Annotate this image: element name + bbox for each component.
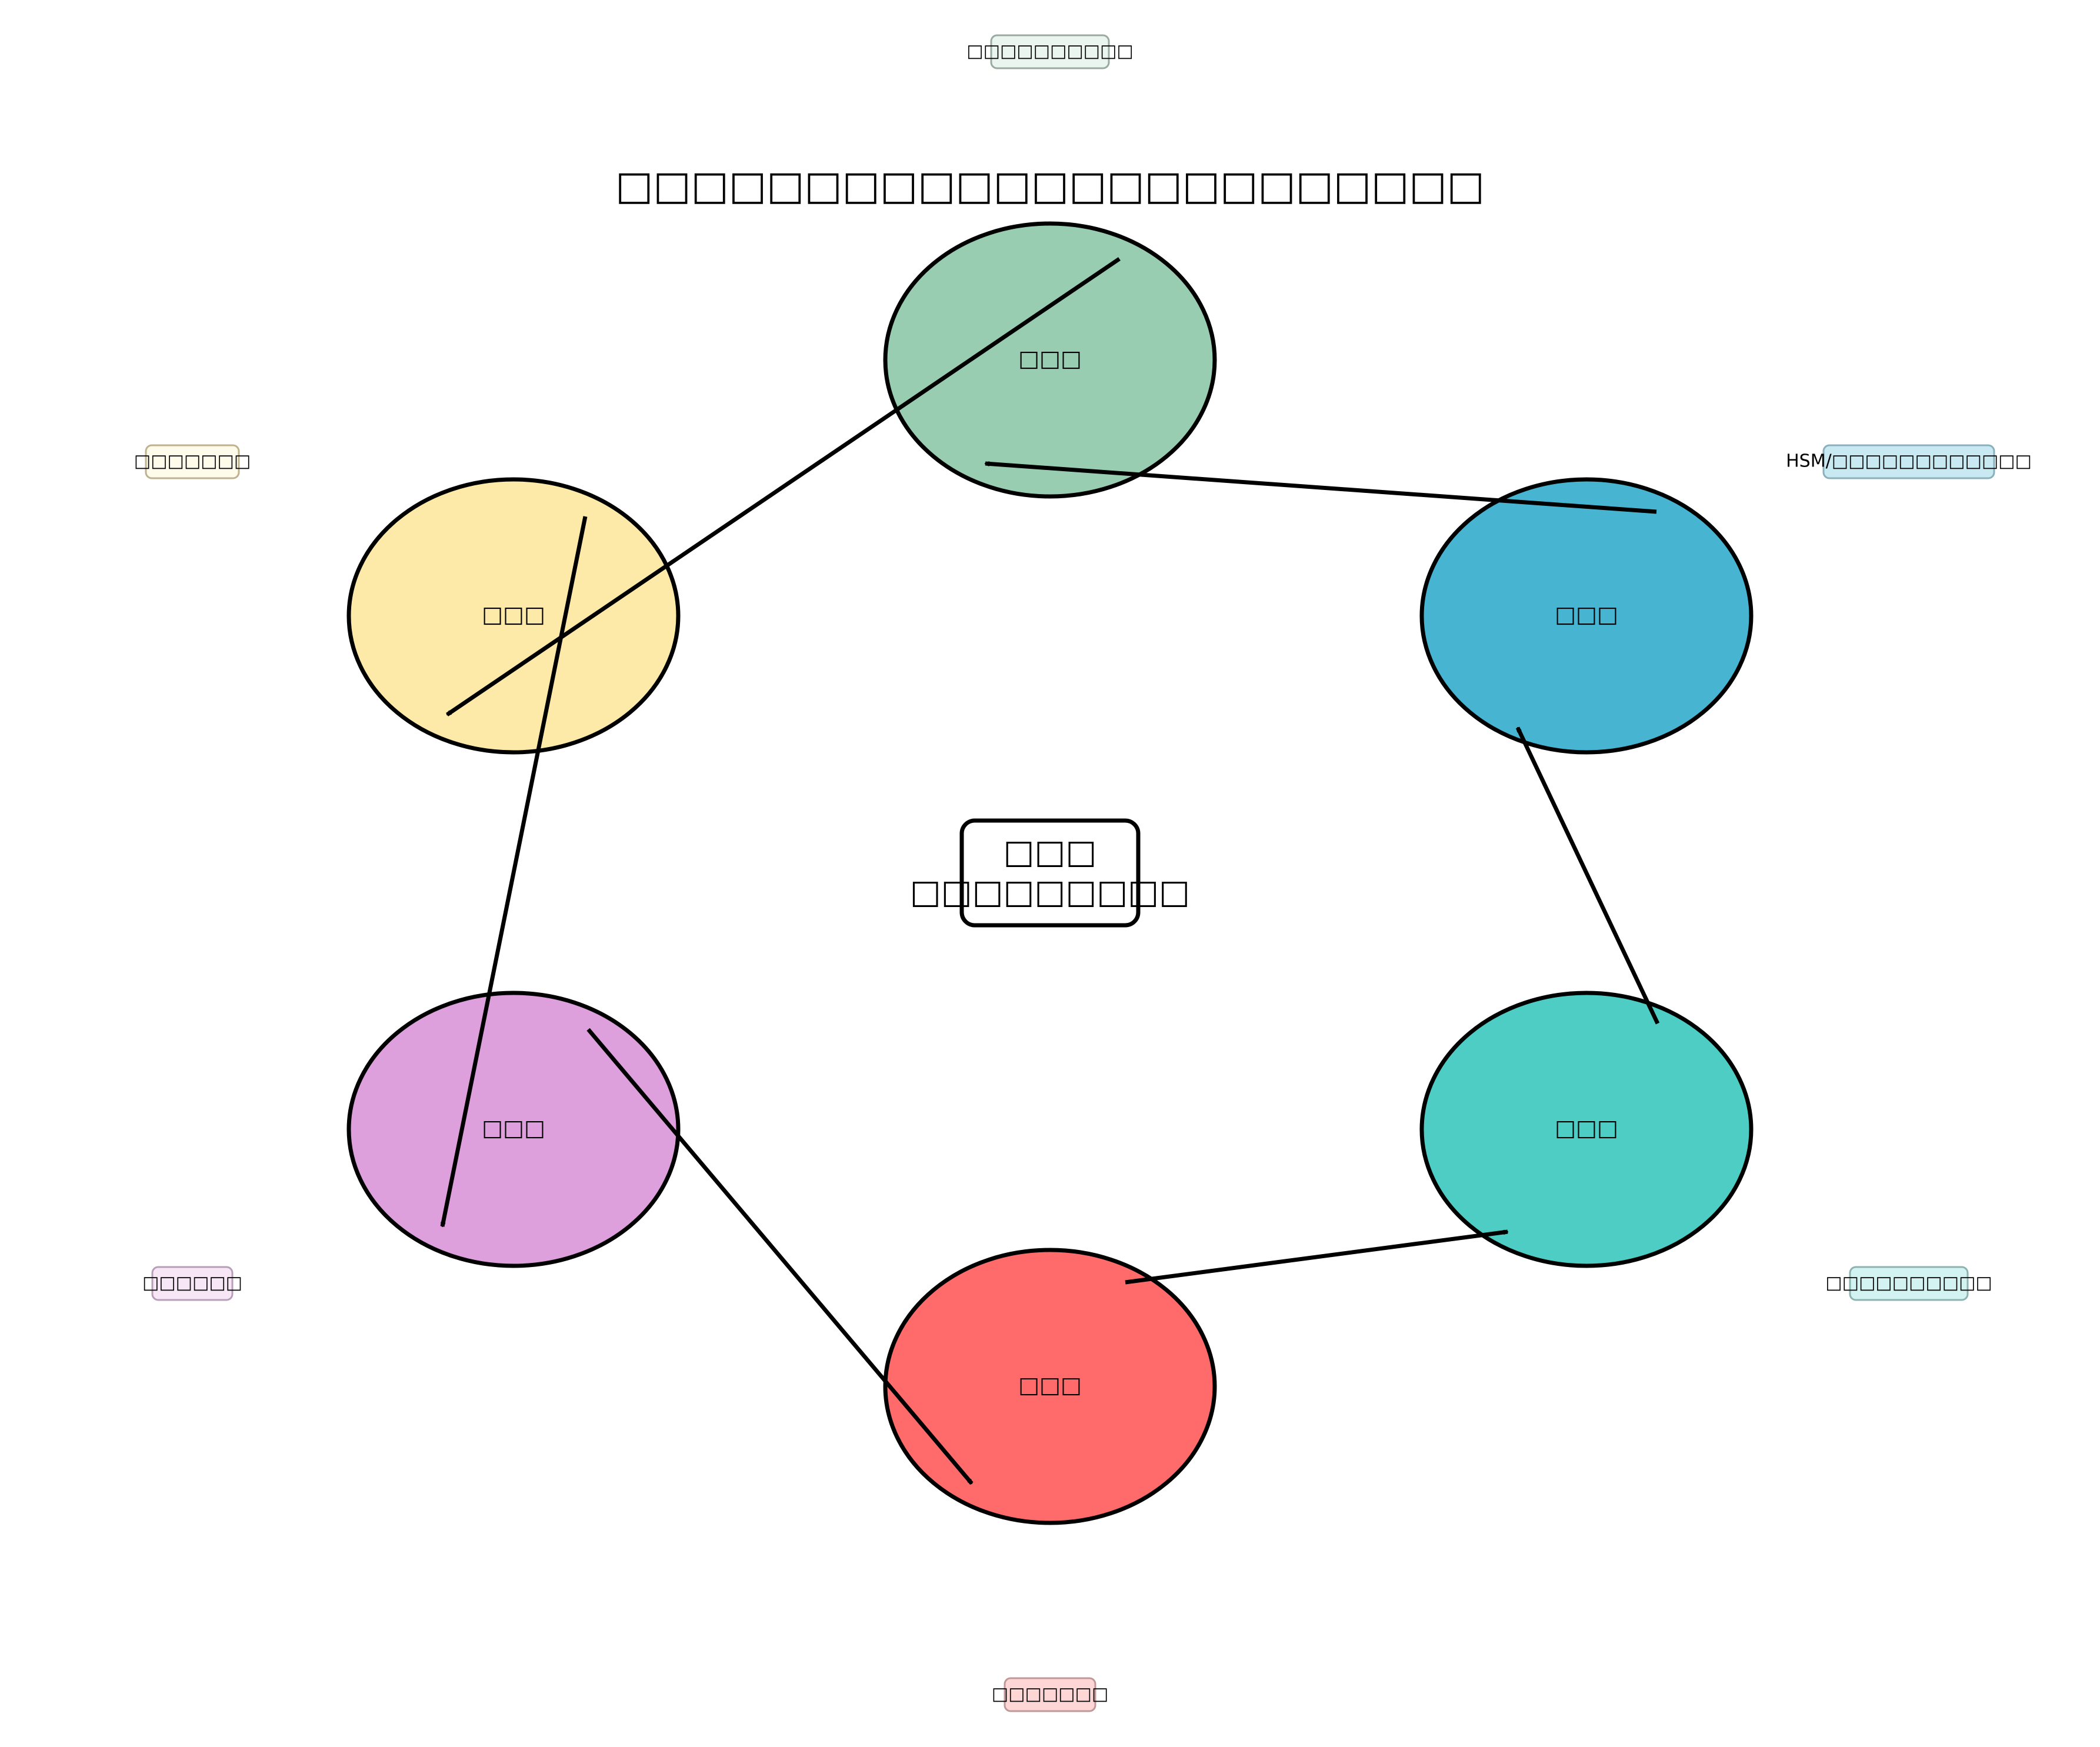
arrow-upper-right-to-top: [985, 464, 1657, 514]
arrow-bottom-to-lower-right: [1125, 1232, 1508, 1285]
stage-lower-left-node: [346, 991, 681, 1268]
arrow-upper-left-to-lower-left: [440, 516, 588, 1226]
center-title: □□□: [1004, 833, 1097, 871]
annotation-top-box: [990, 34, 1110, 69]
stage-bottom-label: □□□: [1018, 1372, 1082, 1398]
stage-top-label: □□□: [1018, 346, 1082, 372]
annotation-lower-right-text: □□□□□□□□□□: [1825, 1273, 1992, 1293]
annotation-upper-right-box: [1822, 444, 1995, 479]
stage-upper-right-label: □□□: [1555, 602, 1618, 628]
stage-lower-right-node: [1419, 991, 1754, 1268]
annotation-upper-right-text: HSM/□□□□□□□□□□□□: [1786, 451, 2032, 472]
stage-lower-left-label: □□□: [482, 1115, 545, 1141]
stage-upper-left-node: [346, 477, 681, 755]
annotation-upper-left-box: [145, 444, 240, 479]
arrow-lower-right-to-upper-right: [1515, 728, 1660, 1025]
stage-upper-left-label: □□□: [482, 602, 545, 628]
annotation-lower-left-text: □□□□□□: [142, 1273, 242, 1293]
center-subtitle: □□□□□□□□□: [910, 873, 1190, 911]
stage-lower-right-label: □□□: [1555, 1115, 1618, 1141]
annotation-bottom-box: [1004, 1677, 1096, 1712]
annotation-upper-left-text: □□□□□□□: [134, 451, 251, 472]
annotation-top-text: □□□□□□□□□□: [966, 41, 1133, 62]
arrow-lower-left-to-bottom: [586, 1028, 974, 1485]
stage-top-node: [883, 221, 1217, 499]
annotation-lower-right-box: [1849, 1266, 1969, 1301]
annotation-lower-left-box: [151, 1266, 234, 1301]
stage-bottom-node: [883, 1248, 1217, 1525]
annotation-bottom-text: □□□□□□□: [992, 1684, 1108, 1705]
center-box: [959, 818, 1141, 928]
diagram-title: □□□□□□□□□□□□□□□□□□□□□□□: [615, 163, 1485, 209]
stage-upper-right-node: [1419, 477, 1754, 755]
